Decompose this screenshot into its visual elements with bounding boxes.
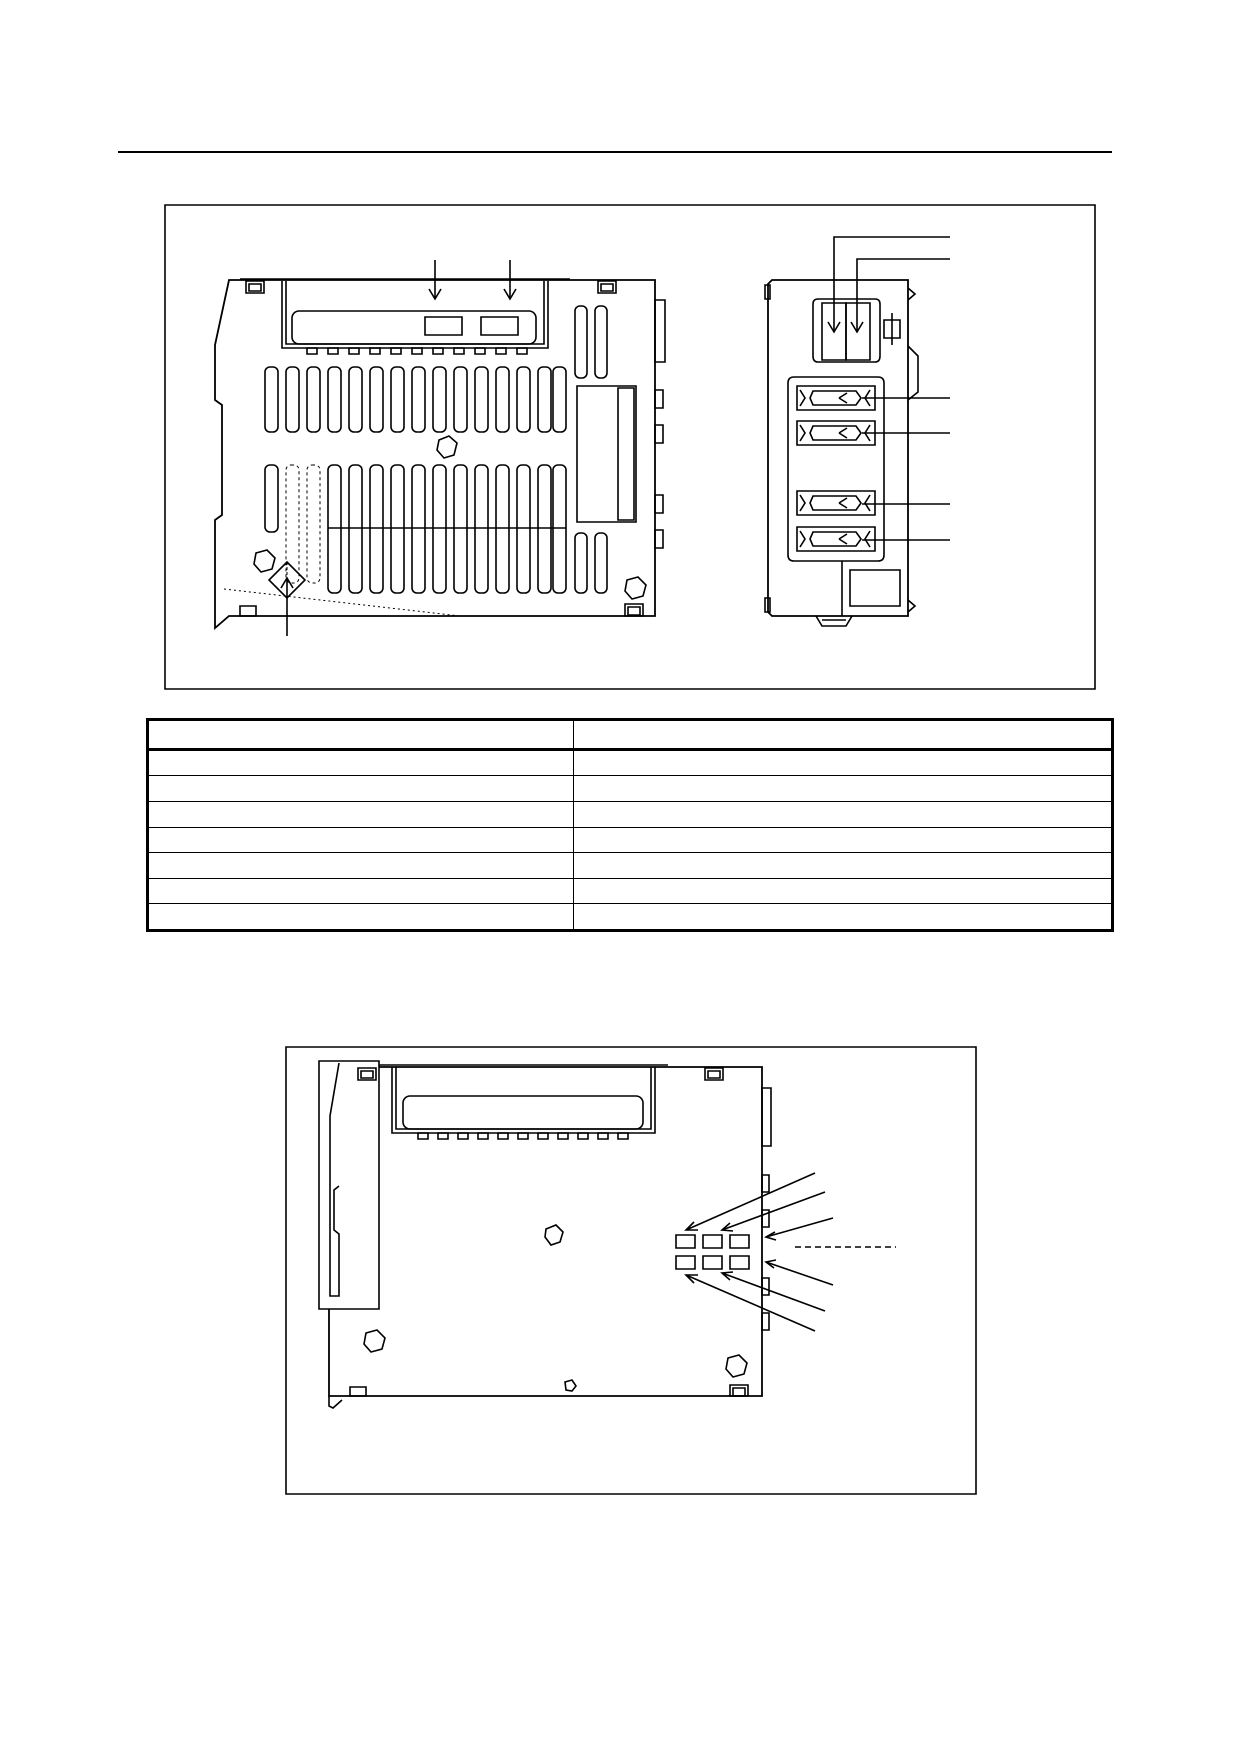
table-cell: [573, 826, 1113, 854]
table-cell: [573, 852, 1113, 879]
table-cell: [573, 775, 1113, 802]
connector-port-4: [797, 527, 875, 551]
jumper-pad: [676, 1235, 695, 1248]
spec-table: [146, 718, 1114, 932]
mounting-hole-right: [625, 577, 646, 599]
dotted-baseline: [224, 589, 460, 616]
table-cell: [147, 852, 574, 879]
connector-port-3: [797, 491, 875, 515]
indicator-window-2: [481, 317, 518, 335]
table-row: [147, 719, 1113, 751]
table-cell: [147, 877, 574, 905]
rear-housing: [329, 1067, 762, 1396]
figure-top-views: [0, 0, 1239, 700]
figure-bottom-view: [0, 1040, 1239, 1520]
front-view-housing: [215, 280, 655, 628]
side-tabs: [655, 300, 665, 548]
front-view-leaders: [281, 260, 516, 636]
figure-top-frame: [165, 205, 1095, 689]
figure-bottom-frame: [286, 1047, 976, 1494]
table-cell: [147, 748, 574, 777]
table-cell: [147, 800, 574, 828]
vent-slots-upper: [265, 367, 566, 432]
table-row: [147, 775, 1113, 802]
indicator-window-1: [425, 317, 462, 335]
table-cell: [573, 748, 1113, 777]
table-row: [147, 903, 1113, 931]
table-cell: [573, 719, 1113, 751]
side-view-leaders: [828, 237, 950, 540]
jumper-pad: [730, 1235, 749, 1248]
rear-view-unit: [319, 1061, 896, 1408]
front-view-unit: [215, 260, 665, 636]
table-row: [147, 877, 1113, 905]
mounting-hole-left: [254, 550, 275, 572]
terminal-block: [282, 281, 548, 354]
side-tabs: [762, 1088, 771, 1330]
din-clips: [350, 1068, 748, 1396]
side-view-unit: [765, 237, 950, 626]
mounting-hole-right: [726, 1355, 747, 1377]
jumper-leaders: [686, 1173, 896, 1331]
jumper-pad: [703, 1256, 722, 1269]
din-clips: [240, 281, 643, 616]
vent-slots-upper-right: [575, 306, 607, 378]
terminal-pins: [307, 348, 527, 354]
table-row: [147, 800, 1113, 828]
header-rule: [118, 151, 1112, 153]
table-cell: [573, 877, 1113, 905]
side-view-housing: [768, 280, 908, 616]
table-cell: [147, 826, 574, 854]
side-bracket: [319, 1061, 379, 1309]
table-row: [147, 748, 1113, 777]
label-panel: [577, 386, 636, 522]
table-cell: [573, 903, 1113, 931]
table-cell: [573, 800, 1113, 828]
jumper-pad: [730, 1256, 749, 1269]
table-row: [147, 852, 1113, 879]
table-cell: [147, 775, 574, 802]
table-cell: [147, 719, 574, 751]
connector-frame: [788, 377, 884, 561]
dip-switch-2: [846, 303, 870, 360]
mounting-hole-left: [364, 1330, 385, 1352]
mounting-hole-center: [437, 436, 457, 458]
jumper-pad: [676, 1256, 695, 1269]
table-row: [147, 826, 1113, 854]
small-hole: [565, 1380, 576, 1391]
mounting-hole-center: [545, 1225, 563, 1245]
terminal-pins: [418, 1133, 628, 1139]
table-cell: [147, 903, 574, 931]
jumper-pad: [703, 1235, 722, 1248]
terminal-block: [392, 1067, 655, 1139]
vent-slots-lower: [265, 465, 607, 593]
jumper-pad-array: [676, 1235, 749, 1269]
